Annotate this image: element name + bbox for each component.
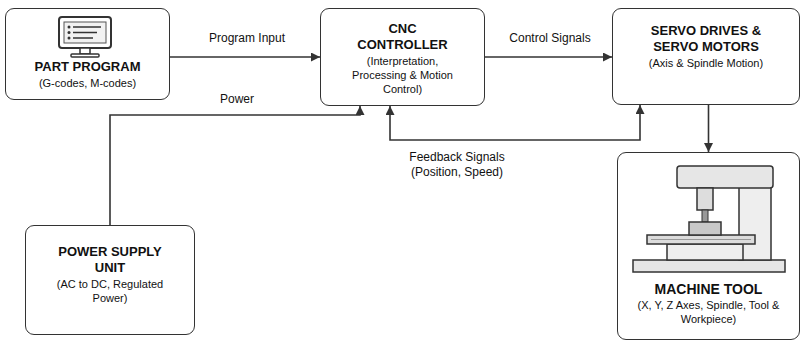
box-title: MACHINE TOOL (628, 281, 789, 297)
process-box: PART PROGRAM(G-codes, M-codes) (5, 8, 170, 100)
box-subtitle: (X, Y, Z Axes, Spindle, Tool & Workpiece… (628, 298, 789, 326)
box-title: PART PROGRAM (14, 59, 161, 75)
edge-label: Power (195, 92, 279, 107)
box-subtitle: (G-codes, M-codes) (14, 76, 161, 90)
box-title: CNC CONTROLLER (343, 21, 462, 53)
signal-arrow (110, 106, 360, 225)
signal-arrow (390, 105, 640, 140)
signal-arrow (170, 56, 320, 58)
process-box: POWER SUPPLY UNIT(AC to DC, Regulated Po… (25, 225, 195, 335)
box-subtitle: (Axis & Spindle Motion) (639, 56, 773, 70)
box-subtitle: (AC to DC, Regulated Power) (50, 277, 170, 305)
signal-arrow (708, 105, 710, 152)
signal-arrow (485, 56, 612, 58)
edge-label: Feedback Signals (Position, Speed) (390, 150, 524, 180)
box-title: POWER SUPPLY UNIT (50, 244, 170, 276)
milling-machine-illustration (619, 156, 798, 278)
box-subtitle: (Interpretation, Processing & Motion Con… (343, 54, 462, 96)
edge-label: Program Input (185, 31, 309, 46)
monitor-icon (57, 15, 113, 59)
process-box: MACHINE TOOL(X, Y, Z Axes, Spindle, Tool… (617, 152, 800, 340)
edge-label: Control Signals (488, 31, 612, 46)
box-title: SERVO DRIVES & SERVO MOTORS (639, 23, 773, 55)
process-box: SERVO DRIVES & SERVO MOTORS(Axis & Spind… (612, 8, 800, 105)
process-box: CNC CONTROLLER(Interpretation, Processin… (320, 8, 485, 106)
